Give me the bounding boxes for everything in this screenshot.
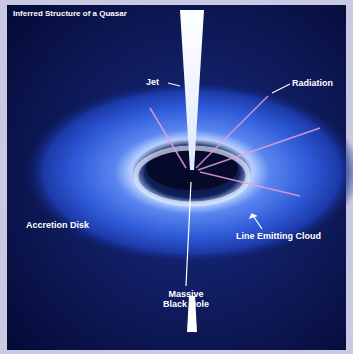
radiation-label: Radiation — [292, 78, 333, 88]
jet-label: Jet — [146, 77, 159, 87]
cloud-label: Line Emitting Cloud — [236, 231, 321, 241]
black-hole-label: Massive Black Hole — [158, 289, 214, 310]
leader-lines — [168, 83, 290, 286]
accretion-disk-label: Accretion Disk — [26, 220, 89, 230]
diagram-title: Inferred Structure of a Quasar — [13, 9, 127, 18]
jet-upper — [180, 10, 204, 170]
radiation-rays — [150, 96, 320, 196]
